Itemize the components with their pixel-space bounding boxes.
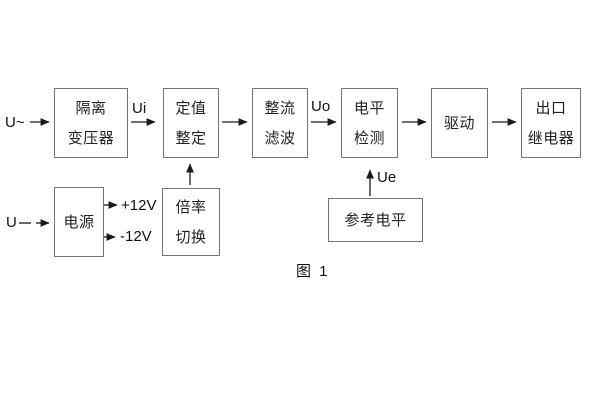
block-power-supply-label: 电源	[63, 213, 95, 231]
block-output-relay-line1: 出口	[535, 99, 567, 117]
label-dc-input: U	[6, 214, 17, 231]
label-uo-signal: Uo	[311, 98, 331, 115]
block-value-setting-line1: 定值	[175, 99, 207, 117]
block-reference-level: 参考电平	[328, 198, 423, 242]
block-rectify-filter: 整流 滤波	[252, 88, 308, 158]
block-power-supply: 电源	[54, 187, 104, 257]
block-drive-label: 驱动	[443, 114, 475, 132]
label-minus-12v-rail: -12V	[120, 228, 152, 245]
block-rectify-filter-line2: 滤波	[264, 129, 296, 147]
block-isolation-transformer-line1: 隔离	[75, 99, 107, 117]
block-value-setting: 定值 整定	[163, 88, 219, 158]
block-ratio-switch: 倍率 切换	[162, 188, 220, 256]
label-plus-12v-rail: +12V	[121, 197, 157, 214]
block-output-relay-line2: 继电器	[527, 129, 575, 147]
figure-caption: 图 1	[296, 263, 330, 280]
block-value-setting-line2: 整定	[175, 129, 207, 147]
block-level-detect: 电平 检测	[341, 88, 398, 158]
block-isolation-transformer: 隔离 变压器	[54, 88, 128, 158]
label-ui-signal: Ui	[132, 100, 147, 117]
block-level-detect-line2: 检测	[353, 129, 385, 147]
label-ue-signal: Ue	[377, 169, 397, 186]
block-output-relay: 出口 继电器	[521, 88, 581, 158]
block-rectify-filter-line1: 整流	[264, 99, 296, 117]
block-isolation-transformer-line2: 变压器	[67, 129, 115, 147]
label-ac-input: U~	[5, 114, 25, 131]
block-drive: 驱动	[431, 88, 488, 158]
block-ratio-switch-line2: 切换	[175, 228, 207, 246]
block-level-detect-line1: 电平	[353, 99, 385, 117]
block-reference-level-label: 参考电平	[344, 211, 407, 229]
block-ratio-switch-line1: 倍率	[175, 198, 207, 216]
